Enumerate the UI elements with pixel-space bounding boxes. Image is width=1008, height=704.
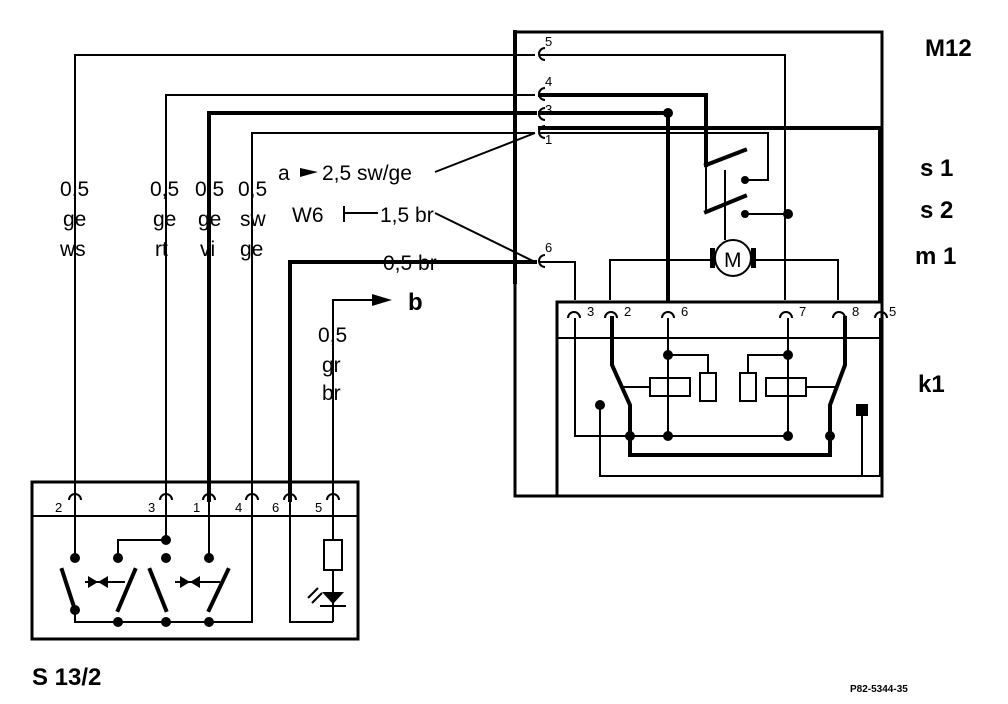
wire-ge-ws bbox=[74, 54, 535, 500]
motor-symbol: M bbox=[724, 249, 742, 272]
wire-sw-ge bbox=[251, 132, 535, 500]
label-b: b bbox=[408, 289, 423, 316]
wire-label-color: br bbox=[322, 382, 341, 405]
wire-label-size: 0,5 bbox=[318, 324, 347, 347]
wire-ge-vi bbox=[207, 111, 537, 502]
wire-label-color: sw bbox=[240, 208, 267, 231]
wire-label-color: ge bbox=[63, 208, 86, 231]
k1-frame bbox=[555, 300, 884, 498]
m12-pin: 5 bbox=[545, 34, 552, 49]
label-w6-wire: 1,5 br bbox=[380, 204, 434, 227]
s13-pin: 5 bbox=[315, 500, 322, 515]
wire-label-size: 0,5 bbox=[60, 178, 89, 201]
wire-label-color: ws bbox=[59, 238, 86, 261]
m12-pin: 1 bbox=[545, 132, 552, 147]
reference-code: P82-5344-35 bbox=[850, 684, 908, 695]
m12-pin: 3 bbox=[545, 102, 552, 117]
s13-pin: 4 bbox=[235, 500, 242, 515]
wire-label-color: gr bbox=[322, 354, 341, 377]
m12-pin: 4 bbox=[545, 74, 552, 89]
label-m1: m 1 bbox=[915, 243, 956, 270]
s13-pin: 3 bbox=[148, 500, 155, 515]
label-a-wire: 2,5 sw/ge bbox=[322, 162, 412, 185]
k1-pin: 2 bbox=[624, 304, 631, 319]
wire-label-size: 0,5 bbox=[150, 178, 179, 201]
label-05-br: 0,5 br bbox=[383, 252, 437, 275]
k1-pin: 8 bbox=[852, 304, 859, 319]
k1-pin: 3 bbox=[587, 304, 594, 319]
wire-label-color: ge bbox=[198, 208, 221, 231]
label-s2: s 2 bbox=[920, 197, 953, 224]
wire-label-size: 0,5 bbox=[238, 178, 267, 201]
label-m12: M12 bbox=[925, 35, 972, 62]
label-k1: k1 bbox=[918, 371, 945, 398]
s13-pin: 6 bbox=[272, 500, 279, 515]
wire-label-color: rt bbox=[155, 238, 168, 261]
s13-pin: 1 bbox=[193, 500, 200, 515]
label-a: a bbox=[278, 162, 290, 185]
s13-pin: 2 bbox=[55, 500, 62, 515]
label-s13-2: S 13/2 bbox=[32, 664, 101, 691]
k1-pin: 5 bbox=[889, 304, 896, 319]
wire-label-color: vi bbox=[200, 238, 215, 261]
m12-frame bbox=[513, 30, 884, 498]
k1-pin: 7 bbox=[799, 304, 806, 319]
s13-frame bbox=[30, 480, 360, 641]
k1-pin: 6 bbox=[681, 304, 688, 319]
label-s1: s 1 bbox=[920, 155, 953, 182]
wire-ge-rt bbox=[165, 94, 535, 500]
label-w6: W6 bbox=[292, 204, 324, 227]
wire-label-color: ge bbox=[240, 238, 263, 261]
wire-label-color: ge bbox=[153, 208, 176, 231]
wire-gr-br bbox=[332, 299, 380, 500]
m12-pin: 6 bbox=[545, 240, 552, 255]
wire-05-br bbox=[288, 260, 537, 502]
wire-label-size: 0,5 bbox=[195, 178, 224, 201]
